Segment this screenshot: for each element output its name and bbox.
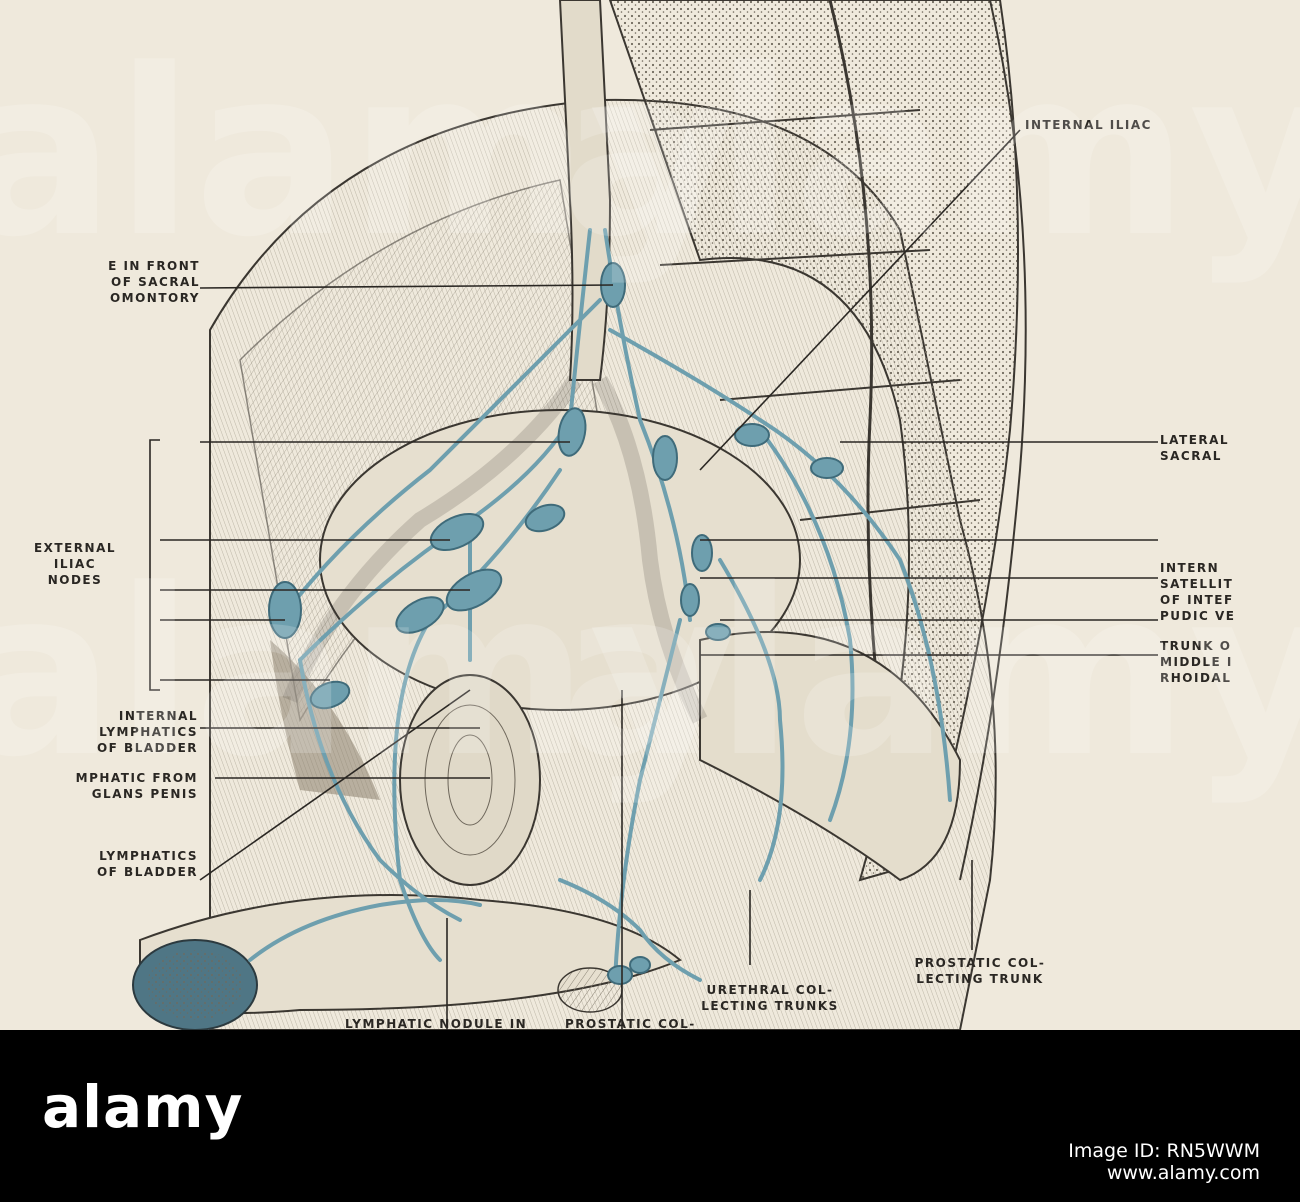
footer-bar	[0, 1030, 1300, 1202]
label-lymphatic-glans-penis: MPHATIC FROM GLANS PENIS	[75, 771, 198, 801]
label-internal-satellite: INTERN SATELLIT OF INTEF PUDIC VE	[1160, 561, 1236, 623]
label-lateral-sacral: LATERAL SACRAL	[1160, 433, 1230, 463]
image-id: Image ID: RN5WWM www.alamy.com	[1068, 1140, 1260, 1184]
label-prostatic-bottom: PROSTATIC COL-	[565, 1017, 696, 1030]
pubic-symphysis	[399, 674, 541, 886]
alamy-logo: alamy	[42, 1073, 244, 1141]
anatomical-plate: INTERNAL ILIAC E IN FRONT OF SACRAL OMON…	[0, 0, 1300, 1030]
label-prostatic-trunk: PROSTATIC COL- LECTING TRUNK	[914, 956, 1046, 986]
rectum	[699, 631, 962, 882]
lymph-nodes	[268, 262, 844, 985]
spinal-outer-edge	[959, 0, 1027, 881]
pelvis-illustration	[132, 0, 1158, 1030]
label-node-sacral-promontory: E IN FRONT OF SACRAL OMONTORY	[108, 259, 200, 305]
label-urethral-trunks: URETHRAL COL- LECTING TRUNKS	[701, 983, 839, 1013]
label-internal-lymphatics-bladder: INTERNAL LYMPHATICS OF BLADDER	[96, 709, 198, 755]
image-id-text: Image ID: RN5WWM	[1068, 1140, 1260, 1162]
leader-lines	[149, 129, 1158, 1030]
label-lymphatics-bladder: LYMPHATICS OF BLADDER	[96, 849, 198, 879]
label-lymphatic-nodule: LYMPHATIC NODULE IN	[345, 1017, 528, 1030]
label-trunk-middle-hemorrhoidal: TRUNK O MIDDLE I RHOIDAL	[1160, 639, 1233, 685]
label-external-iliac-nodes: EXTERNAL ILIAC NODES	[33, 541, 117, 587]
site-url: www.alamy.com	[1106, 1162, 1260, 1184]
label-internal-iliac: INTERNAL ILIAC	[1025, 118, 1152, 132]
penis	[139, 894, 682, 1015]
bladder	[319, 409, 801, 711]
